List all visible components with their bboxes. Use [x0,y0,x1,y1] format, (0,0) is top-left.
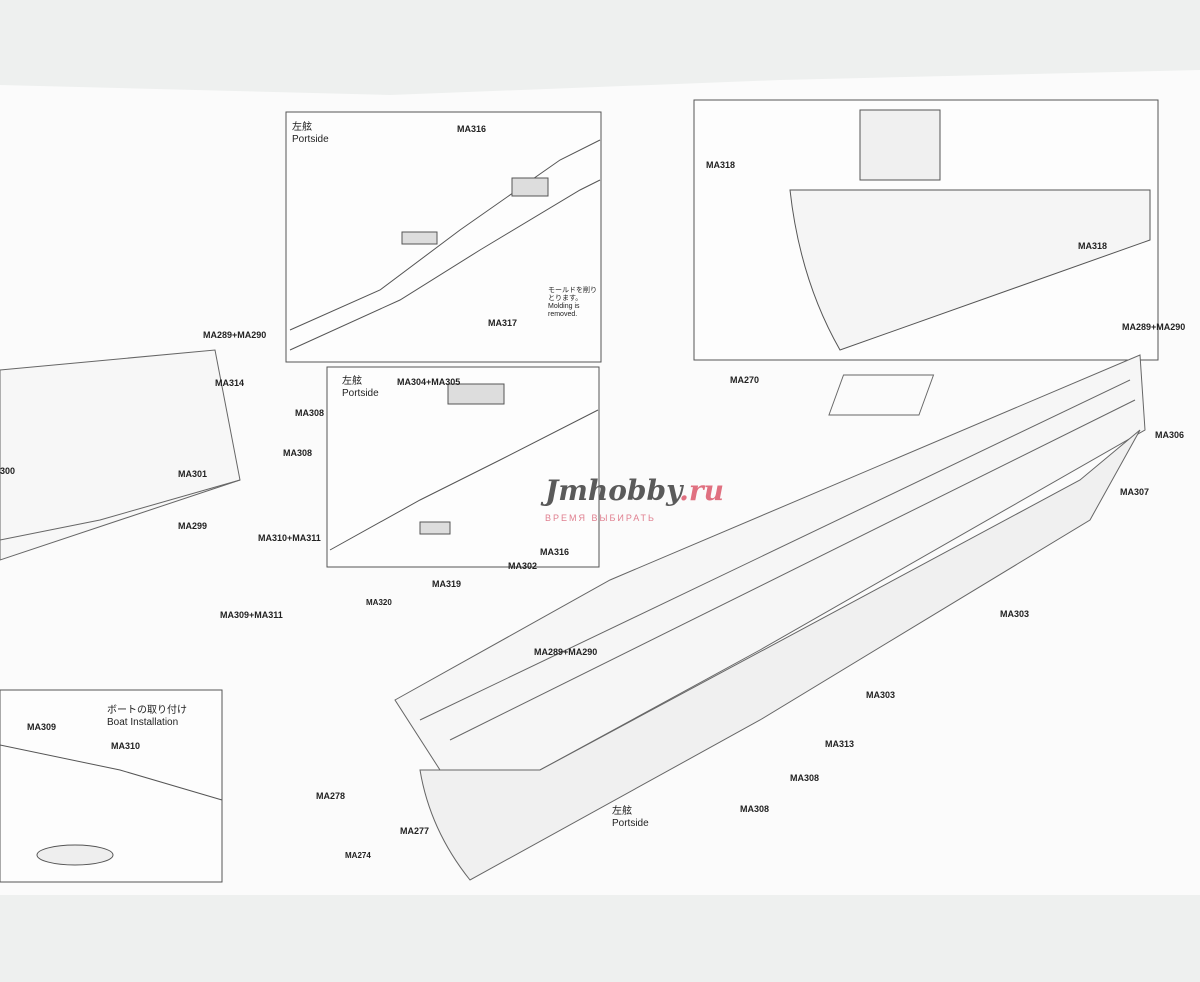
portside-jp: 左舷 [292,122,312,133]
inset-boat [0,689,223,883]
watermark-logo: Jmhobby.ru [545,476,724,506]
part-label: MA303 [866,690,896,700]
molding-note-jp: モールドを削りとります。 [548,287,597,302]
part-label: MA310+MA311 [258,533,321,543]
part-label: MA319 [432,579,462,589]
part-label: MA316 [540,547,570,557]
part-label: MA320 [366,598,392,607]
portside-jp: 左舷 [612,806,632,817]
carrier-left [0,349,241,561]
boat-installation-en: Boat Installation [107,717,179,728]
part-label: MA289+MA290 [203,330,267,340]
part-label: MA318 [1078,241,1108,251]
boat-installation-jp: ボートの取り付け [107,705,187,716]
part-label: MA308 [283,448,313,458]
part-label: MA274 [345,851,371,860]
part-label: MA317 [488,318,518,328]
part-label: MA308 [740,804,770,814]
part-label: MA307 [1120,487,1150,497]
watermark-tld: .ru [679,474,724,507]
part-label: MA302 [508,561,538,571]
part-label: MA277 [400,826,430,836]
molding-note: モールドを削りとります。Molding is removed. [548,287,598,319]
part-label: MA270 [730,375,760,385]
inset-bow [693,99,1159,361]
part-label: MA316 [457,124,487,134]
part-label: MA309 [27,722,57,732]
molding-note-en: Molding is removed. [548,303,580,318]
part-label: MA303 [1000,609,1030,619]
part-label: MA289+MA290 [534,647,598,657]
portside-en: Portside [612,818,649,829]
portside-en: Portside [342,388,379,399]
part-label: MA308 [295,408,325,418]
part-label: MA278 [316,791,346,801]
watermark-tagline: ВРЕМЯ ВЫБИРАТЬ [545,513,656,523]
part-label: MA304+MA305 [397,377,461,387]
portside-en: Portside [292,134,329,145]
part-label: MA318 [706,160,736,170]
part-label: MA299 [178,521,208,531]
part-label: MA306 [1155,430,1185,440]
carrier-main [394,354,1146,881]
portside-jp: 左舷 [342,376,362,387]
inset-portside-top [285,111,602,363]
part-label: MA301 [178,469,208,479]
part-label: MA310 [111,741,141,751]
part-label: MA309+MA311 [220,610,283,620]
inset-portside-mid [326,366,600,568]
part-label: 300 [0,466,16,476]
part-label: MA314 [215,378,245,388]
part-label: MA289+MA290 [1122,322,1186,332]
watermark-brand: Jmhobby [545,474,680,507]
part-label: MA313 [825,739,855,749]
part-label: MA308 [790,773,820,783]
